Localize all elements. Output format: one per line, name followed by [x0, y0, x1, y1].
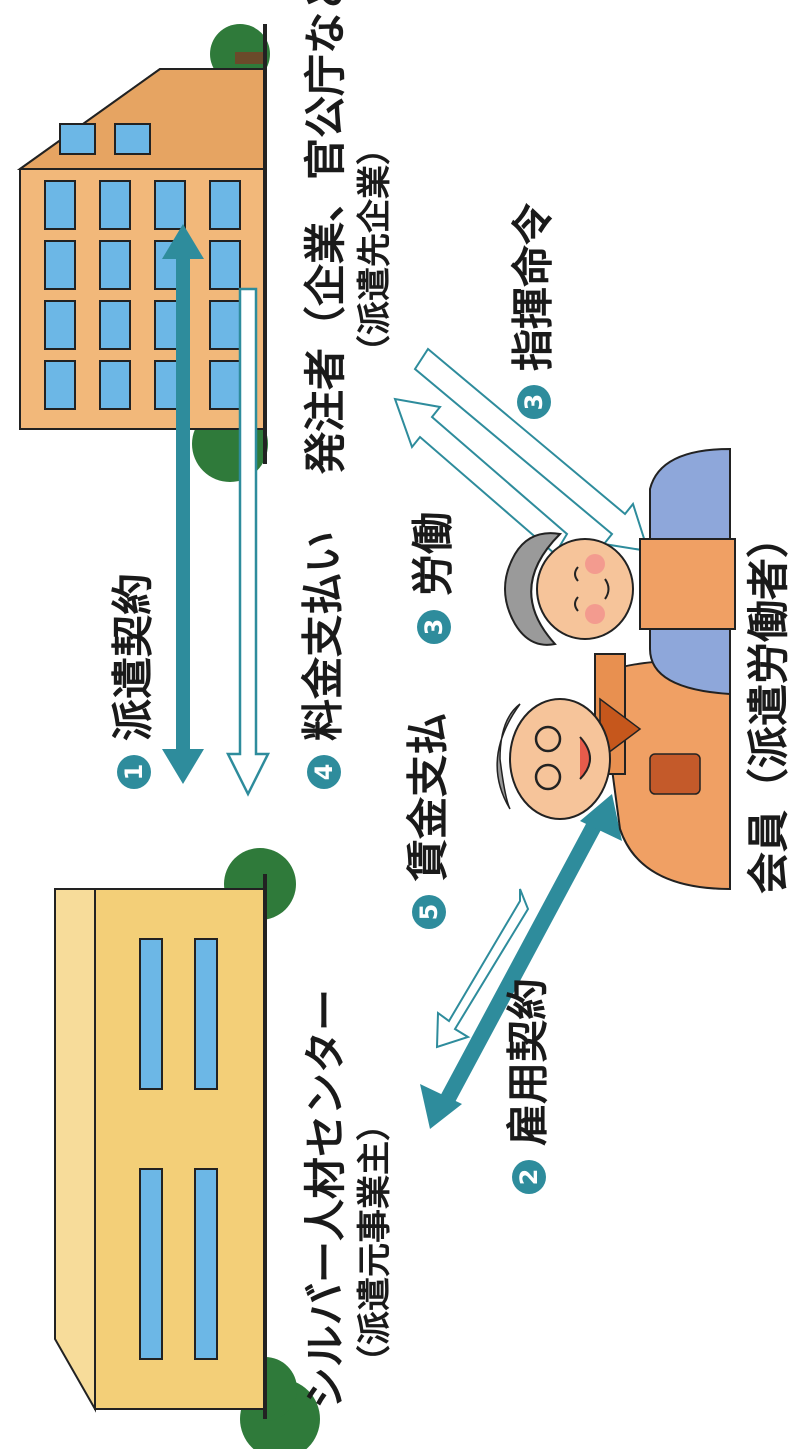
arrow-dispatch-contract — [162, 224, 204, 784]
step-number-badge: 3 — [416, 610, 451, 644]
window-grid — [44, 123, 241, 410]
step-number-badge: 3 — [516, 385, 551, 419]
glasses-icon — [534, 763, 562, 791]
step-number-badge: 5 — [411, 895, 446, 929]
arrow-command — [413, 347, 650, 553]
arrow-fee-payment — [225, 287, 271, 797]
tree-trunk — [235, 52, 265, 64]
step-3-command-label: 3 指揮命令 — [508, 202, 558, 419]
client-role: （派遣先企業） — [355, 131, 395, 369]
pocket — [649, 753, 701, 795]
hair — [496, 703, 521, 810]
client-building — [16, 24, 270, 482]
step-1-text: 派遣契約 — [108, 572, 158, 741]
hair — [504, 532, 563, 646]
step-4-label: 4 料金支払い — [298, 530, 348, 789]
window-icon — [194, 938, 218, 1090]
member-name: 会員（派遣労働者） — [744, 515, 793, 894]
face — [536, 538, 634, 640]
arrow-employment-contract — [420, 794, 622, 1129]
female-worker — [504, 447, 736, 696]
step-number-badge: 1 — [116, 755, 151, 789]
member-workers — [496, 447, 736, 891]
building-roof — [54, 888, 96, 1413]
window-icon — [139, 938, 163, 1090]
arrow-labor — [393, 397, 569, 556]
silver-center-role: （派遣元事業主） — [355, 1107, 395, 1379]
step-2-text: 雇用契約 — [503, 977, 553, 1146]
face — [509, 698, 611, 820]
step-3-labor-label: 3 労働 — [408, 511, 458, 644]
silver-center-building — [54, 848, 320, 1449]
building-front — [94, 888, 266, 1410]
step-number-badge: 2 — [511, 1160, 546, 1194]
step-4-text: 料金支払い — [298, 530, 348, 741]
step-number-badge: 4 — [306, 755, 341, 789]
arrow-wage-payment — [435, 888, 530, 1049]
step-3-labor-text: 労働 — [408, 511, 458, 596]
step-5-label: 5 賃金支払 — [403, 712, 453, 929]
smile — [579, 736, 591, 780]
male-worker — [496, 653, 731, 891]
window-icon — [139, 1168, 163, 1360]
window-icon — [194, 1168, 218, 1360]
step-5-text: 賃金支払 — [403, 712, 453, 881]
silver-center-name: シルバー人材センター — [301, 988, 350, 1409]
step-2-label: 2 雇用契約 — [503, 977, 553, 1194]
client-name: 発注者（企業、官公庁など） — [301, 0, 350, 474]
step-1-label: 1 派遣契約 — [108, 572, 158, 789]
step-3-command-text: 指揮命令 — [508, 202, 558, 371]
